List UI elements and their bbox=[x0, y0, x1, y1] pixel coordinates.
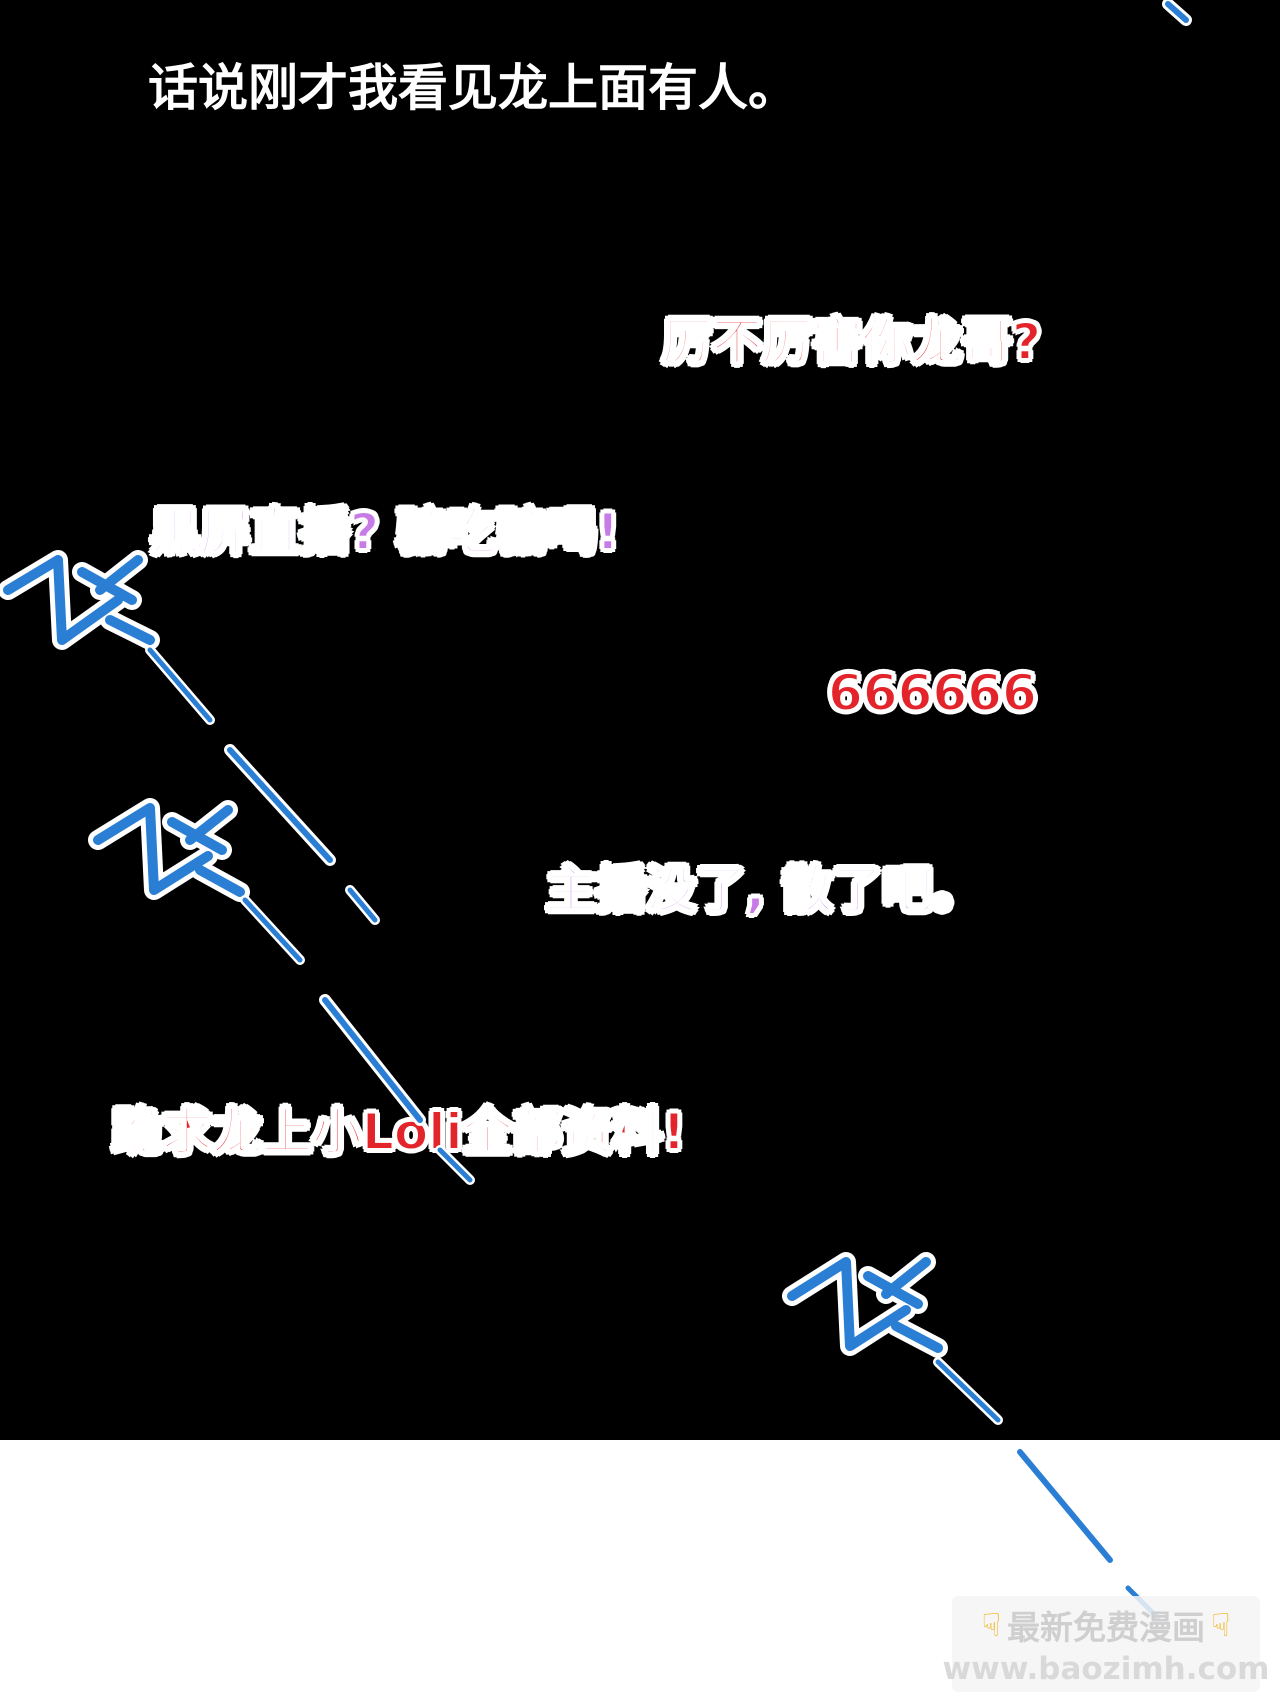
watermark-line-1: 最新免费漫画 bbox=[1007, 1608, 1205, 1647]
danmaku-comment-1: 厉不厉害你龙哥? bbox=[661, 312, 1042, 372]
danmaku-comment-5: 跪求龙上小Loli全部资料! bbox=[111, 1102, 686, 1162]
pointing-down-hand-icon: ☟ bbox=[981, 1606, 1001, 1644]
watermark-top-line: ☟ 最新免费漫画 ☟ bbox=[982, 1601, 1231, 1649]
site-watermark: ☟ 最新免费漫画 ☟ www.baozimh.com bbox=[943, 1596, 1269, 1692]
danmaku-comment-3: 666666 bbox=[827, 663, 1038, 723]
danmaku-comment-2: 黑屏直播? 骗吃骗喝! bbox=[149, 502, 620, 562]
danmaku-comment-4: 主播没了, 散了吧。 bbox=[545, 860, 983, 920]
black-panel bbox=[0, 0, 1280, 1440]
watermark-url: www.baozimh.com bbox=[942, 1651, 1270, 1687]
narration-text: 话说刚才我看见龙上面有人。 bbox=[148, 59, 798, 117]
pointing-down-hand-icon: ☟ bbox=[1211, 1606, 1231, 1644]
